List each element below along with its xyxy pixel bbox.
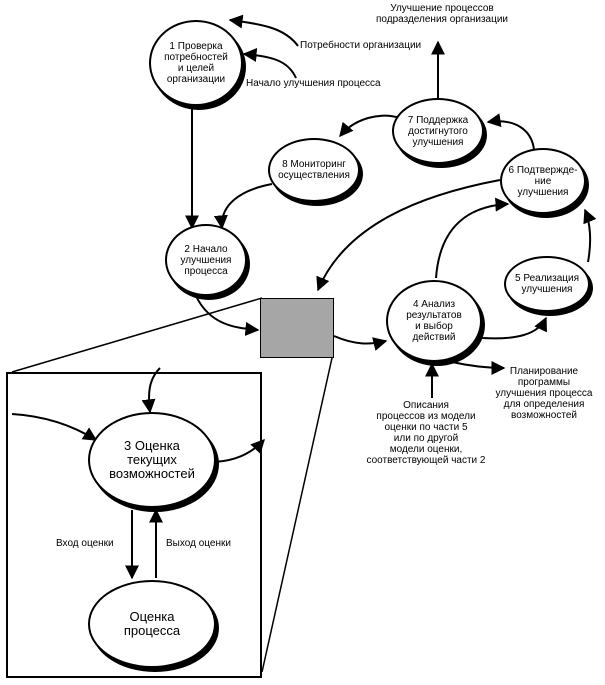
arrow-start-to-1 — [242, 47, 297, 79]
arrow-box-to-4 — [333, 335, 388, 351]
node-process-assessment: Оценка процесса — [88, 580, 216, 668]
node-2-label: 2 Начало улучшения процесса — [180, 243, 232, 277]
focus-box — [260, 298, 334, 358]
zoom-line-right — [261, 357, 333, 673]
arrow-4-to-6 — [435, 197, 510, 279]
node-8-label: 8 Мониторинг осуществления — [278, 159, 350, 181]
label-assessment-input: Вход оценки — [56, 538, 114, 549]
zoom-frame — [6, 372, 262, 678]
node-7-maintain: 7 Поддержка достигнутого улучшения — [392, 98, 484, 164]
label-org-needs: Потребности организации — [300, 40, 422, 51]
node-3-assess-capability: 3 Оценка текущих возможностей — [88, 412, 216, 508]
label-planning: Планирование программы улучшения процесс… — [495, 366, 593, 421]
arrow-into-3-left — [11, 413, 98, 441]
arrow-4-to-5 — [481, 316, 547, 340]
node-1-needs-review: 1 Проверка потребностей и целей организа… — [149, 20, 243, 106]
arrow-6-to-box — [316, 179, 501, 292]
node-7-label: 7 Поддержка достигнутого улучшения — [407, 114, 469, 148]
label-unit-improvement: Улучшение процессов подразделения органи… — [376, 3, 508, 25]
node-5-implement: 5 Реализация улучшения — [504, 256, 590, 312]
node-6-confirm: 6 Подтвержде- ние улучшения — [500, 148, 586, 214]
label-descriptions: Описания процессов из модели оценки по ч… — [366, 400, 486, 466]
label-assessment-output: Выход оценки — [166, 538, 231, 549]
label-process-start: Начало улучшения процесса — [246, 78, 381, 89]
node-4-analysis: 4 Анализ результатов и выбор действий — [386, 280, 482, 362]
arrow-into-3-top — [141, 367, 161, 414]
arrow-needs-to-1 — [228, 14, 299, 47]
node-5-label: 5 Реализация улучшения — [515, 273, 579, 295]
node-2-process-start: 2 Начало улучшения процесса — [165, 224, 247, 296]
node-8-monitoring: 8 Мониторинг осуществления — [268, 138, 360, 202]
node-3-label: 3 Оценка текущих возможностей — [109, 438, 195, 481]
node-4-label: 4 Анализ результатов и выбор действий — [406, 299, 462, 343]
arrow-2-to-box — [195, 295, 260, 336]
arrow-7-to-8 — [339, 114, 401, 138]
arrow-6-to-7 — [486, 113, 535, 151]
node-1-label: 1 Проверка потребностей и целей организа… — [164, 41, 228, 85]
arrow-5-to-6 — [583, 208, 597, 263]
node-6-label: 6 Подтвержде- ние улучшения — [508, 164, 578, 198]
arrow-4-to-planning — [451, 360, 506, 375]
arrow-8-to-2 — [213, 183, 273, 230]
zoom-line-left — [11, 297, 263, 373]
assessment-label: Оценка процесса — [123, 609, 181, 638]
